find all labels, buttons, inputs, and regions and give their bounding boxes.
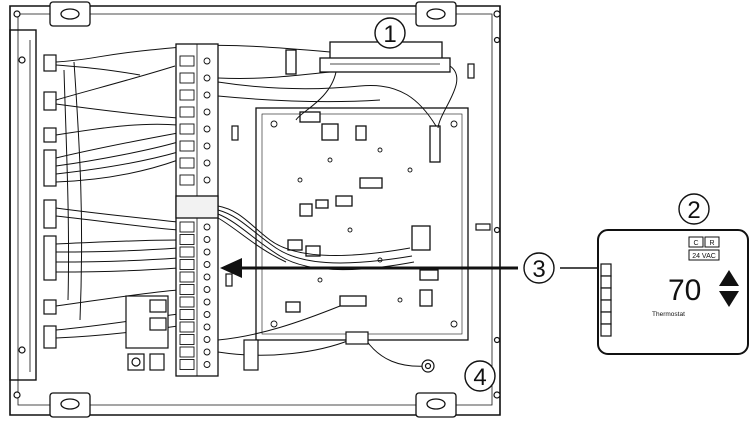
temperature-readout: 70 [668, 274, 701, 307]
terminal-screw [179, 259, 195, 270]
thermostat-terminal-block [600, 263, 612, 337]
thermostat-label: Thermostat [652, 311, 685, 318]
terminal-screw [179, 309, 195, 320]
terminal-contact [203, 286, 211, 293]
callout-3: 3 [523, 252, 555, 284]
terminal-screw [179, 321, 195, 333]
terminal-screw [179, 359, 195, 370]
callout-2: 2 [678, 193, 710, 225]
board-dots [270, 120, 458, 328]
temp-up-icon [719, 270, 739, 286]
terminal-contact [203, 176, 211, 184]
top-component [285, 41, 451, 75]
terminal-screw [179, 157, 195, 169]
terminal-screw [179, 334, 195, 345]
terminal-c-label: C [693, 240, 698, 247]
callout-4: 4 [464, 360, 496, 392]
terminal-screw [179, 246, 195, 258]
terminal-screw [179, 174, 195, 186]
terminal-screw [179, 234, 195, 245]
terminal-screw [179, 140, 195, 152]
terminal-r-label: R [709, 240, 714, 247]
terminal-screw [179, 106, 195, 118]
cabinet-panel [9, 5, 501, 416]
terminal-screw [179, 55, 195, 67]
terminal-screw [179, 296, 195, 308]
terminal-contact [203, 125, 211, 133]
terminal-contact [203, 142, 211, 150]
board-wiring [217, 65, 458, 367]
terminal-contact [203, 336, 211, 343]
wiring-harness [55, 44, 331, 339]
terminal-contact [203, 311, 211, 318]
terminal-contact [203, 159, 211, 167]
terminal-contact [203, 361, 211, 368]
left-connectors [43, 54, 57, 349]
terminal-contact [203, 57, 211, 65]
terminal-contact [203, 323, 211, 331]
terminal-contact [203, 108, 211, 116]
terminal-contact [203, 91, 211, 99]
terminal-contact [203, 236, 211, 243]
terminal-screw [179, 284, 195, 295]
thermostat: C R 24 VAC 70 Thermostat [597, 229, 749, 355]
temp-down-icon [719, 291, 739, 307]
svg-text:1: 1 [383, 21, 396, 48]
terminal-screw [179, 89, 195, 101]
voltage-label: 24 VAC [692, 253, 716, 260]
corner-screws [13, 10, 501, 399]
terminal-contact [203, 74, 211, 82]
terminal-screw [179, 271, 195, 283]
terminal-screw [179, 221, 195, 233]
svg-text:3: 3 [532, 256, 545, 283]
terminal-rows [179, 55, 211, 370]
svg-text:2: 2 [687, 197, 700, 224]
terminal-contact [203, 248, 211, 256]
callout-1: 1 [374, 17, 406, 49]
terminal-screw [179, 346, 195, 358]
terminal-contact [203, 223, 211, 231]
mounting-tabs [49, 1, 457, 418]
control-board [255, 107, 469, 341]
terminal-screw [179, 123, 195, 135]
terminal-contact [203, 273, 211, 281]
terminal-contact [203, 261, 211, 268]
lower-components [125, 63, 491, 373]
terminal-contact [203, 298, 211, 306]
connection-arrow [220, 258, 600, 278]
terminal-contact [203, 348, 211, 356]
terminal-screw [179, 72, 195, 84]
svg-text:4: 4 [473, 364, 486, 391]
